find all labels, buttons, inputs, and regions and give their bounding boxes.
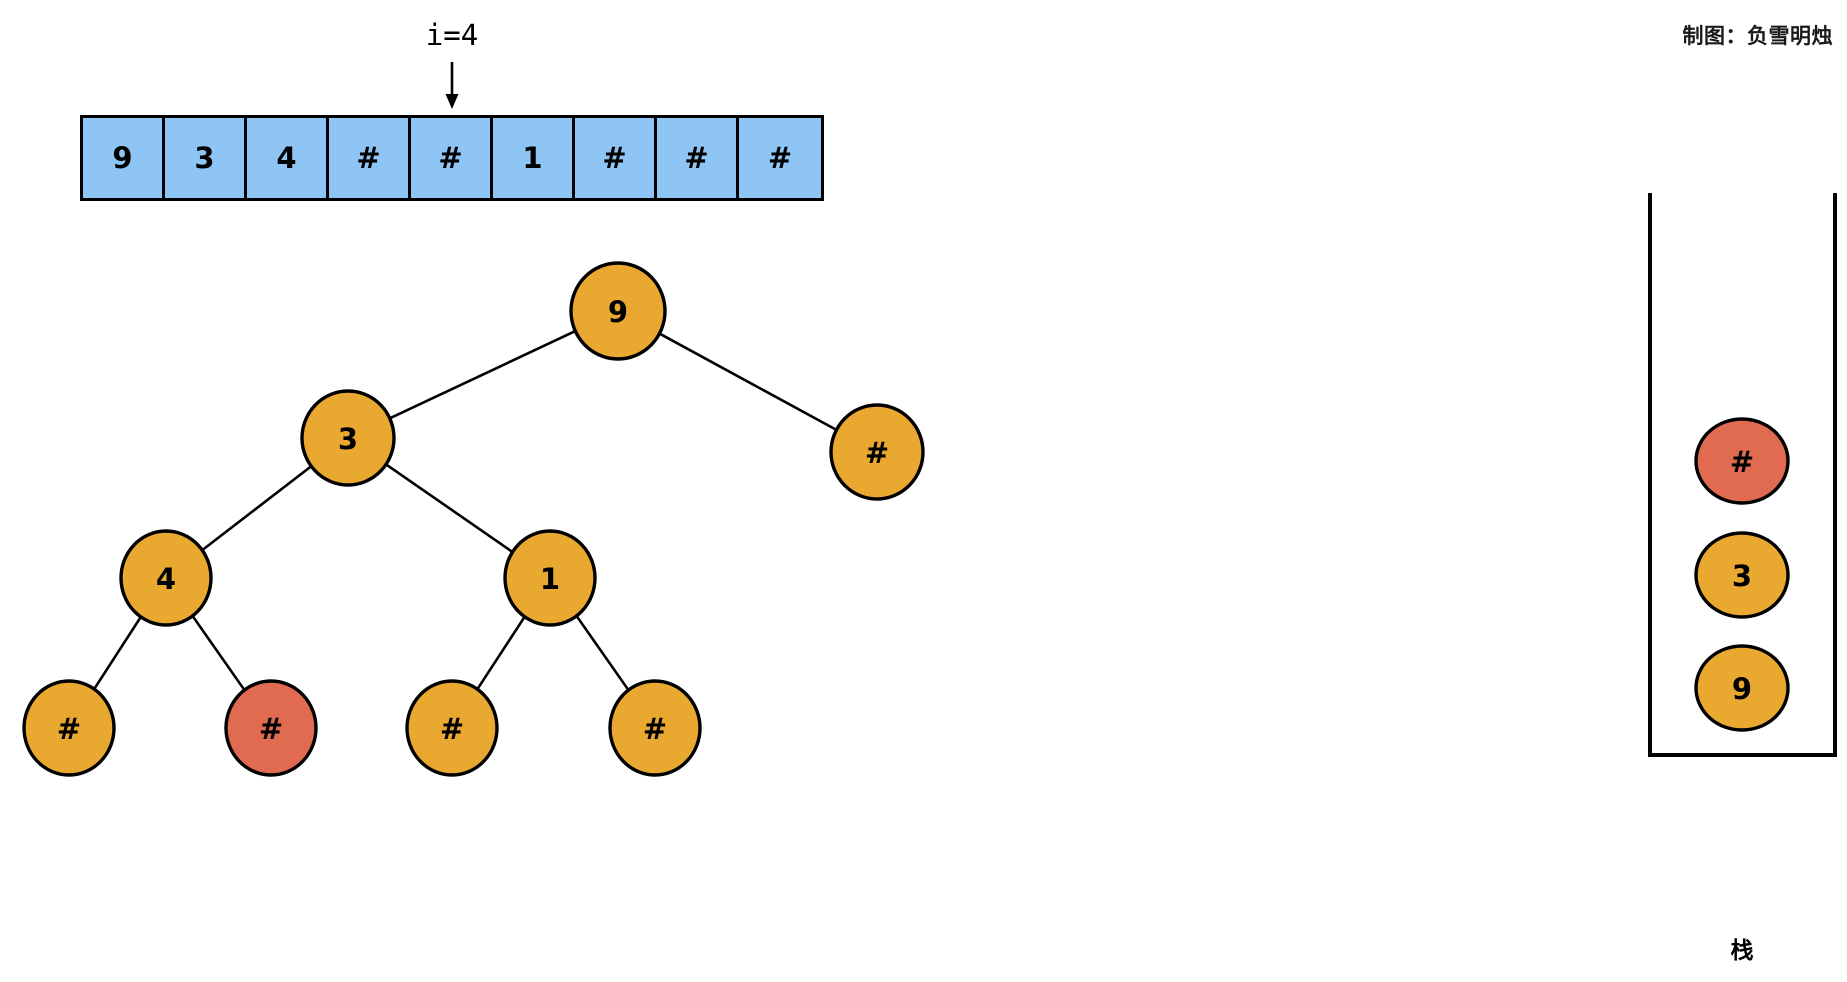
stack-item-shape — [1694, 644, 1790, 732]
tree-edge — [658, 332, 838, 432]
tree-node-shape — [22, 679, 116, 777]
array-cell-8[interactable]: # — [739, 118, 821, 198]
array-cell-1[interactable]: 3 — [165, 118, 247, 198]
tree-node-label: # — [865, 436, 889, 470]
array-cell-6[interactable]: # — [575, 118, 657, 198]
tree-node-null-5[interactable]: # — [22, 679, 116, 777]
stack-item-label: 9 — [1732, 672, 1752, 706]
tree-node-9-0[interactable]: 9 — [569, 261, 667, 361]
tree-edge — [191, 615, 246, 691]
stack-item-label: # — [1730, 445, 1754, 479]
tree-edge-group — [93, 329, 838, 691]
tree-edge — [201, 465, 313, 552]
tree-node-label: 4 — [156, 562, 176, 596]
tree-node-3-1[interactable]: 3 — [300, 389, 396, 487]
tree-edge — [389, 329, 576, 420]
tree-node-null-7[interactable]: # — [405, 679, 499, 777]
tree-edge — [93, 616, 142, 690]
array-cell-7[interactable]: # — [657, 118, 739, 198]
stack-container-outline — [1648, 193, 1837, 757]
stack-item-1[interactable]: 3 — [1694, 531, 1790, 619]
stack-item-shape — [1694, 417, 1790, 505]
tree-node-shape — [405, 679, 499, 777]
tree-node-label: # — [440, 712, 464, 746]
stack-container-walls — [1648, 193, 1837, 757]
tree-node-label: 9 — [608, 295, 628, 329]
tree-node-label: 3 — [338, 422, 358, 456]
stack-item-2[interactable]: 9 — [1694, 644, 1790, 732]
tree-node-shape — [569, 261, 667, 361]
tree-node-null-6[interactable]: # — [224, 679, 318, 777]
tree-node-label: # — [259, 712, 283, 746]
tree-node-shape — [503, 529, 597, 627]
tree-node-null-2[interactable]: # — [829, 403, 925, 501]
tree-edge — [385, 463, 514, 554]
tree-edge — [476, 616, 526, 690]
stack-item-0[interactable]: # — [1694, 417, 1790, 505]
tree-node-null-8[interactable]: # — [608, 679, 702, 777]
tree-node-shape — [829, 403, 925, 501]
tree-edge — [575, 615, 630, 691]
tree-node-1-4[interactable]: 1 — [503, 529, 597, 627]
stack-item-label: 3 — [1732, 559, 1752, 593]
tree-node-group: 9 3 #4 1 # # # # — [22, 261, 925, 777]
array-cell-0[interactable]: 9 — [83, 118, 165, 198]
stack-caption: 栈 — [1730, 938, 1754, 964]
tree-node-shape — [300, 389, 396, 487]
watermark-credit: 制图：负雪明烛 — [1682, 24, 1833, 48]
array-index-pointer-arrow — [439, 62, 465, 115]
tree-node-label: # — [643, 712, 667, 746]
tree-node-shape — [608, 679, 702, 777]
array-cell-4[interactable]: # — [411, 118, 493, 198]
stack-item-shape — [1694, 531, 1790, 619]
array-cell-5[interactable]: 1 — [493, 118, 575, 198]
tree-node-label: 1 — [540, 562, 560, 596]
stack-item-group: #3 9 — [1694, 417, 1790, 732]
tree-node-shape — [119, 529, 213, 627]
array-index-pointer-label: i=4 — [425, 18, 479, 52]
array-cell-2[interactable]: 4 — [247, 118, 329, 198]
tree-node-4-3[interactable]: 4 — [119, 529, 213, 627]
array-cell-3[interactable]: # — [329, 118, 411, 198]
tree-node-label: # — [57, 712, 81, 746]
tree-node-shape — [224, 679, 318, 777]
